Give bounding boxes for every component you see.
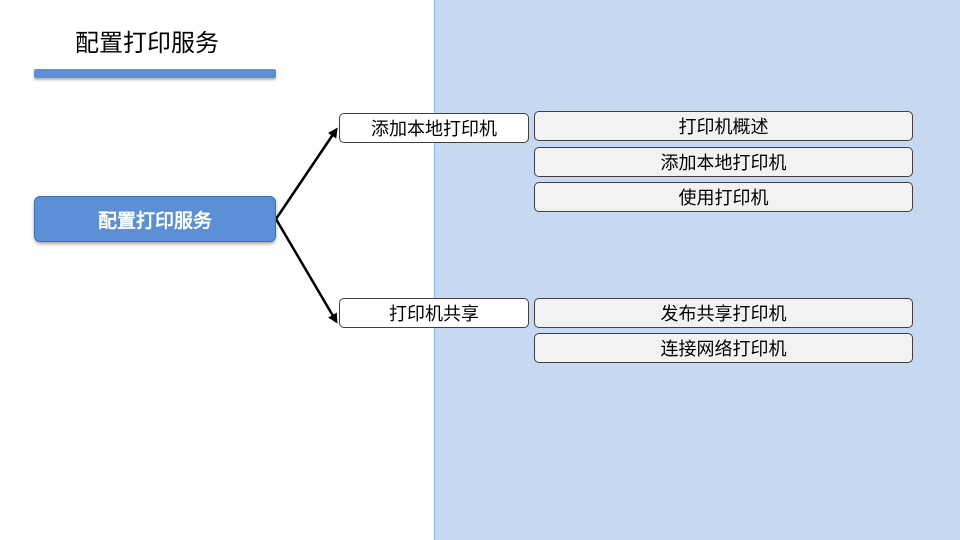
leaf-node-use-printer: 使用打印机: [534, 182, 913, 212]
leaf-node-connect-network-printer: 连接网络打印机: [534, 333, 913, 363]
leaf-node-label: 发布共享打印机: [660, 304, 787, 325]
leaf-node-label: 打印机概述: [678, 117, 769, 138]
branch-node-label: 添加本地打印机: [371, 119, 497, 140]
branch-node-printer-sharing: 打印机共享: [339, 298, 529, 328]
leaf-node-add-local-printer: 添加本地打印机: [534, 147, 913, 177]
leaf-node-label: 添加本地打印机: [660, 153, 787, 174]
content-panel-background: [434, 0, 960, 540]
branch-node-local-printer: 添加本地打印机: [339, 113, 529, 143]
leaf-node-publish-shared-printer: 发布共享打印机: [534, 298, 913, 328]
connector-arrow-to-branch-1: [274, 127, 338, 220]
root-node: 配置打印服务: [34, 196, 276, 242]
root-node-label: 配置打印服务: [97, 209, 212, 232]
leaf-node-label: 连接网络打印机: [660, 339, 787, 360]
connector-arrow-to-branch-2: [274, 218, 338, 324]
branch-node-label: 打印机共享: [389, 304, 479, 325]
title-underline-bar: [34, 69, 276, 78]
slide-title: 配置打印服务: [75, 29, 219, 57]
leaf-node-printer-overview: 打印机概述: [534, 111, 913, 141]
leaf-node-label: 使用打印机: [678, 188, 769, 209]
